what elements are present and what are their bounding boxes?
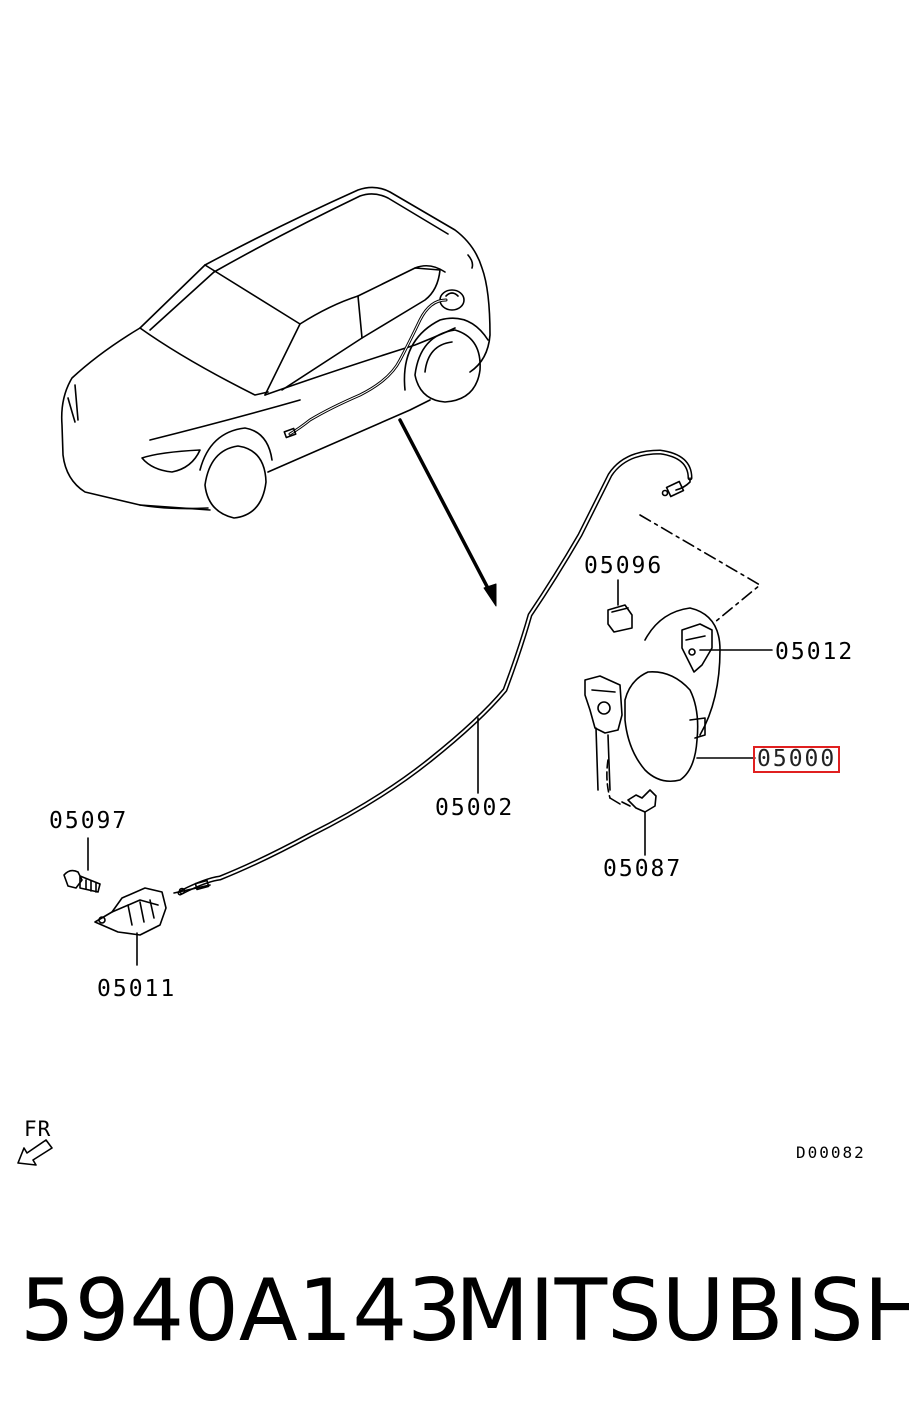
callout-05097: 05097	[49, 808, 129, 834]
part-05000-fuel-lid	[584, 607, 756, 805]
callout-05096: 05096	[584, 553, 664, 579]
part-05011-latch	[94, 887, 167, 966]
diagram-reference: D00082	[796, 1143, 866, 1162]
connection-dash	[639, 514, 761, 623]
direction-label: FR	[24, 1117, 52, 1141]
callout-05002: 05002	[435, 795, 515, 821]
part-05096-bumper	[607, 579, 633, 633]
footer-part-number: 5940A143	[20, 1261, 462, 1361]
footer-brand: MITSUBISHI	[455, 1261, 909, 1361]
vehicle-outline	[60, 186, 491, 519]
callout-05000: 05000	[753, 746, 841, 773]
callout-05011: 05011	[97, 976, 177, 1002]
detail-arrow	[398, 418, 497, 607]
callout-05087: 05087	[603, 856, 683, 882]
part-05097-screw	[63, 837, 101, 893]
fr-arrow-icon	[17, 1139, 53, 1166]
part-05087-clip	[621, 789, 657, 856]
callout-05012: 05012	[775, 639, 855, 665]
part-05012-lock-actuator	[681, 623, 773, 673]
fuel-lid-opener-cable	[173, 449, 693, 896]
